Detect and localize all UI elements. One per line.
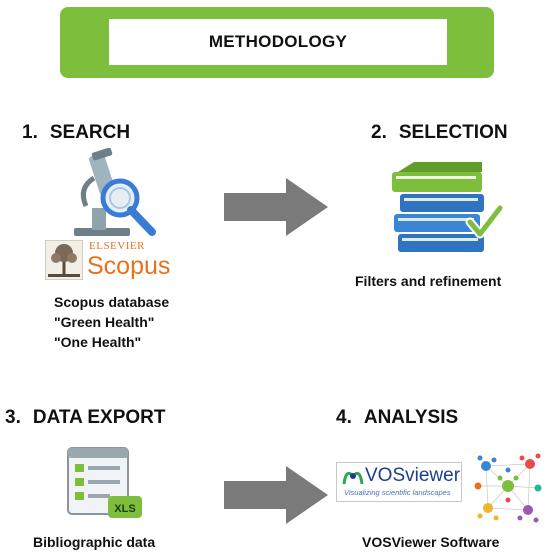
scopus-wordmark: Scopus [87,252,171,280]
step-2-caption: Filters and refinement [355,271,501,291]
xls-badge: XLS [114,503,136,515]
step-1-caption: Scopus database "Green Health" "One Heal… [54,292,169,352]
arrow-right-icon [224,178,328,236]
step-2-label: SELECTION [398,122,508,143]
step-4-label: ANALYSIS [363,407,459,428]
vosviewer-logo: VOSviewer Visualizing scientific landsca… [336,462,462,502]
step-3-caption-line-1: Bibliographic data [33,534,156,550]
microscope-icon [74,148,156,236]
network-graph-icon [474,453,542,523]
vosviewer-mark-icon [342,471,364,485]
step-2-number: 2. [371,122,387,143]
scopus-logo: ELSEVIER Scopus [45,240,175,282]
step-2-caption-line-1: Filters and refinement [355,273,502,289]
step-1-caption-line-1: Scopus database [54,294,170,310]
elsevier-tree-icon [45,240,83,280]
step-1-heading: 1. SEARCH [22,122,130,144]
spreadsheet-icon [67,447,142,518]
step-1-number: 1. [22,122,38,143]
title-banner: METHODOLOGY [60,7,494,78]
page-title: METHODOLOGY [109,19,447,65]
step-3-caption: Bibliographic data [33,532,155,552]
step-1-label: SEARCH [49,122,131,143]
elsevier-wordmark: ELSEVIER [89,240,145,252]
step-1-caption-line-2: "Green Health" [54,314,155,330]
vosviewer-wordmark: VOSviewer [365,465,461,486]
step-1-caption-line-3: "One Health" [54,334,142,350]
step-4-heading: 4. ANALYSIS [336,407,458,429]
step-3-heading: 3. DATA EXPORT [5,407,166,429]
step-4-caption-line-1: VOSViewer Software [362,534,500,550]
step-3-label: DATA EXPORT [32,407,166,428]
step-4-caption: VOSViewer Software [362,532,499,552]
step-4-number: 4. [336,407,352,428]
step-3-number: 3. [5,407,21,428]
arrow-right-icon [224,466,328,524]
vosviewer-tagline: Visualizing scientific landscapes [344,488,451,497]
books-icon [392,162,504,252]
step-2-heading: 2. SELECTION [371,122,508,144]
